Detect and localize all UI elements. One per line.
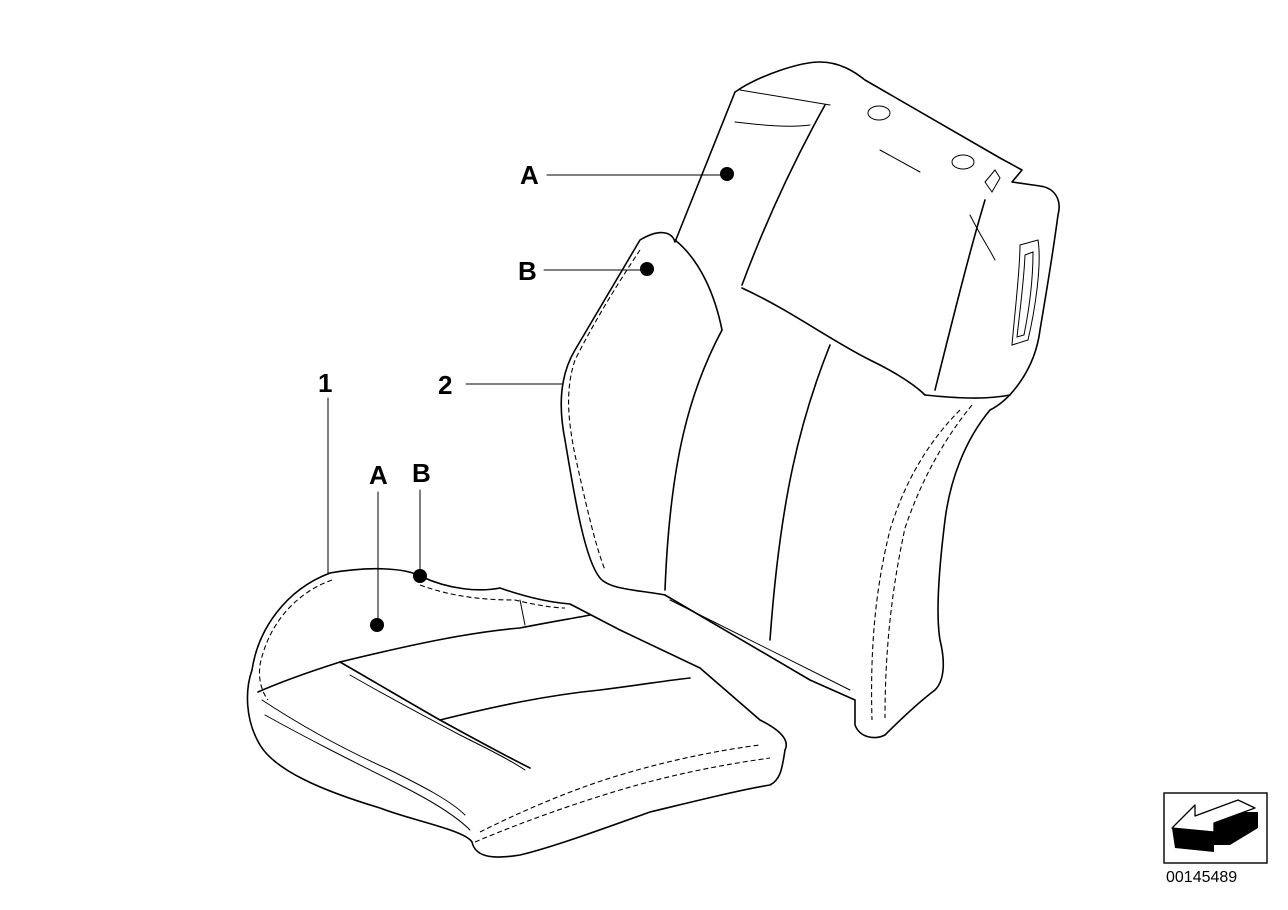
drawing-number: 00145489 — [1166, 869, 1237, 886]
direction-arrow-icon — [1163, 792, 1268, 864]
callout-part-1: 1 — [318, 368, 332, 574]
callout-backrest-A: A — [520, 160, 734, 190]
backrest-cover — [560, 61, 1060, 739]
callout-cushion-A: A — [369, 460, 388, 632]
seat-cushion-cover — [246, 567, 787, 858]
label-backrest-B: B — [518, 256, 537, 286]
label-part-1: 1 — [318, 368, 332, 398]
label-cushion-A: A — [369, 460, 388, 490]
label-backrest-A: A — [520, 160, 539, 190]
callout-part-2: 2 — [438, 370, 563, 400]
label-cushion-B: B — [412, 458, 431, 488]
callout-backrest-B: B — [518, 256, 654, 286]
label-part-2: 2 — [438, 370, 452, 400]
callout-cushion-B: B — [412, 458, 431, 583]
